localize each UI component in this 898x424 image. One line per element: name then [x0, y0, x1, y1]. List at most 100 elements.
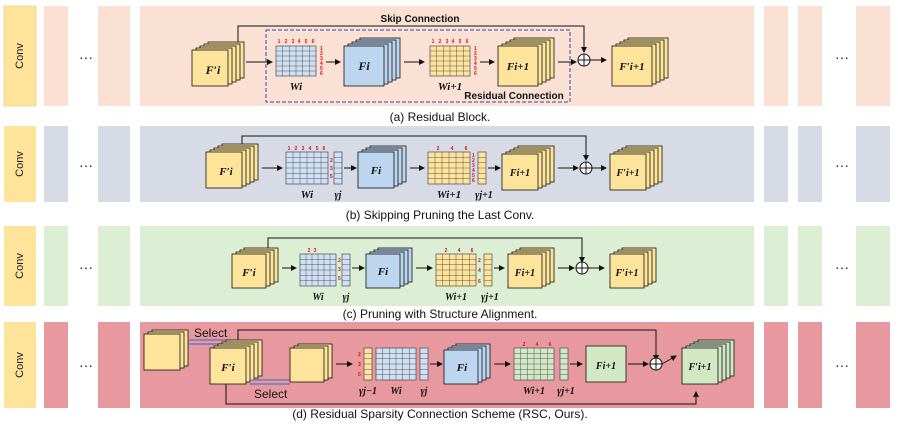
- row-d-gamma-j-vector: γj: [419, 347, 429, 397]
- row-c-w2-side-index: 6: [478, 279, 481, 285]
- row-c-right-ellipsis: ···: [835, 259, 849, 275]
- row-d-weight-i-grid: Wi: [375, 347, 417, 397]
- row-a-right-block-1: [764, 6, 788, 106]
- row-d-left-ellipsis: ···: [79, 357, 93, 373]
- row-a-left-block-2: [98, 6, 130, 106]
- row-a-w1-side-index: 1: [320, 46, 323, 52]
- row-a-w1-side-index: 4: [320, 61, 323, 67]
- row-a-w2-label: Wi+1: [438, 81, 462, 93]
- row-b-caption: (b) Skipping Pruning the Last Conv.: [346, 208, 535, 222]
- row-a-w2-side-index: 5: [474, 66, 477, 72]
- row-d-feature-out-label: Fi+1: [595, 361, 616, 372]
- row-d-rsc-scheme: Conv ··· ··· Select F′i Select: [4, 322, 890, 421]
- row-a-w1-col-index: 3: [292, 39, 295, 45]
- row-b-w1-side-index: 3: [330, 166, 333, 172]
- row-b-feature-out-label: Fi+1: [509, 168, 530, 179]
- row-c-right-block-2: [798, 226, 822, 306]
- row-d-select-label-top: Select: [194, 326, 228, 340]
- row-c-w1-side-index: 3: [338, 267, 341, 273]
- row-c-w2-col-index: 6: [471, 248, 474, 254]
- row-c-w2-col-index: 4: [458, 248, 461, 254]
- row-d-caption: (d) Residual Sparsity Connection Scheme …: [292, 407, 587, 421]
- row-b-gamma-j1-vector: γj+1: [475, 151, 493, 201]
- row-a-w1-col-index: 1: [278, 39, 281, 45]
- row-b-w2-side-index: 5: [472, 173, 475, 179]
- row-a-feature-res-label: F′i+1: [618, 61, 644, 73]
- row-d-gamma-j-label: γj: [421, 386, 428, 397]
- row-b-feature-mid-label: Fi: [370, 165, 382, 177]
- row-a-w2-col-index: 5: [459, 39, 462, 45]
- row-d-gamma-side-index: 2: [358, 352, 361, 358]
- row-b-weight-i1-grid: 2 4 6 1 2 3 4 5 6 Wi+1: [427, 146, 475, 201]
- row-c-feature-res-stack: F′i+1: [609, 247, 657, 289]
- row-d-feature-res-stack: F′i+1: [681, 339, 735, 385]
- row-d-w2-col-index: 4: [536, 342, 539, 348]
- row-c-caption: (c) Pruning with Structure Alignment.: [343, 307, 538, 321]
- row-d-feature-in-stack: F′i: [209, 339, 263, 385]
- row-d-right-ellipsis: ···: [835, 357, 849, 373]
- row-c-gamma-j-vector: γj: [341, 253, 351, 303]
- row-b-w1-col-index: 3: [302, 146, 305, 152]
- row-a-residual-label: Residual Connection: [464, 91, 563, 102]
- row-d-w1-label: Wi: [390, 386, 402, 397]
- row-b-w1-col-index: 2: [295, 146, 298, 152]
- row-b-feature-res-stack: F′i+1: [609, 145, 663, 191]
- row-a-w2-side-index: 4: [474, 61, 477, 67]
- row-a-w2-side-index: 1: [474, 46, 477, 52]
- row-c-conv-block: [4, 226, 36, 306]
- row-a-w2-side-index: 2: [474, 51, 477, 57]
- row-a-w2-col-index: 6: [466, 39, 469, 45]
- row-d-gamma-side-index: 3: [358, 362, 361, 368]
- row-a-right-ellipsis: ···: [835, 49, 849, 65]
- row-a-feature-in-stack: F′i: [191, 41, 245, 87]
- row-c-right-block-3: [856, 226, 890, 306]
- row-c-left-block-1: [44, 226, 68, 306]
- row-d-add-node: [649, 357, 663, 371]
- row-a-conv-block: [3, 5, 37, 107]
- row-b-w2-side-index: 3: [472, 163, 475, 169]
- row-b-w2-col-index: 6: [465, 146, 468, 152]
- row-a-weight-i1-grid: 1 2 3 4 5 6 1 2 3 4 5 6 Wi+1: [429, 39, 477, 93]
- row-a-feature-mid-label: Fi: [357, 59, 370, 73]
- row-b-w1-label: Wi: [301, 189, 314, 201]
- row-a-w2-col-index: 1: [432, 39, 435, 45]
- row-d-w2-col-index: 6: [549, 342, 552, 348]
- row-b-feature-in-stack: F′i: [205, 143, 259, 189]
- row-c-weight-i-grid: 2 3 2 3 5 Wi: [299, 248, 341, 303]
- row-b-right-ellipsis: ···: [835, 157, 849, 173]
- row-b-feature-res-label: F′i+1: [616, 168, 640, 179]
- row-c-feature-out-stack: Fi+1: [507, 247, 555, 289]
- row-b-conv-label: Conv: [14, 151, 26, 177]
- row-b-right-block-1: [764, 126, 788, 202]
- row-a-w1-label: Wi: [290, 81, 303, 93]
- row-d-gamma-j-1-vector: 2 3 5 γj−1: [358, 347, 377, 397]
- row-c-w1-side-index: 2: [338, 258, 341, 264]
- row-c-w2-side-index: 4: [478, 268, 481, 274]
- row-b-w2-col-index: 4: [451, 146, 454, 152]
- row-a-w1-side-index: 5: [320, 66, 323, 72]
- row-a-w2-side-index: 3: [474, 56, 477, 62]
- row-d-w2-col-index: 2: [523, 342, 526, 348]
- row-c-feature-out-label: Fi+1: [514, 268, 535, 279]
- row-c-right-block-1: [764, 226, 788, 306]
- row-b-left-ellipsis: ···: [79, 157, 93, 173]
- row-b-add-node: [579, 161, 593, 175]
- row-b-w1-side-index: 5: [330, 174, 333, 180]
- row-b-conv-block: [4, 126, 36, 202]
- row-c-feature-res-label: F′i+1: [615, 268, 639, 279]
- row-a-w1-col-index: 4: [298, 39, 301, 45]
- row-a-feature-out-label: Fi+1: [506, 61, 529, 73]
- row-a-residual-dashed-box: [265, 29, 571, 103]
- row-a-feature-res-stack: F′i+1: [611, 37, 669, 87]
- row-c-gamma-j-label: γj: [343, 292, 350, 303]
- row-d-left-block-1: [44, 322, 68, 408]
- row-a-right-block-2: [798, 6, 822, 106]
- row-c-left-block-2: [98, 226, 130, 306]
- row-b-gamma-j1-label: γj+1: [475, 190, 493, 201]
- row-d-feature-out-block: Fi+1: [585, 345, 627, 383]
- row-b-w2-side-index: 1: [472, 153, 475, 159]
- row-d-feature-mid-label: Fi: [456, 362, 468, 374]
- row-a-w1-side-index: 3: [320, 56, 323, 62]
- row-a-caption: (a) Residual Block.: [390, 110, 491, 124]
- row-c-w1-col-index: 3: [314, 248, 317, 254]
